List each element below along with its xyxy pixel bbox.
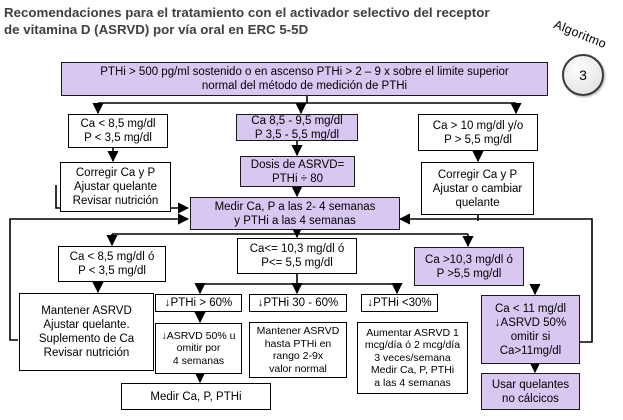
- ca-low-line-2: P < 3,5 mg/dl: [84, 132, 152, 144]
- mantener-line-3: Suplemento de Ca: [38, 333, 135, 345]
- pthi-drop-under-30-box: ↓PTHi <30%: [361, 294, 438, 312]
- ca-mid-2-box: Ca<= 10,3 mg/dl ó P<= 5,5 mg/dl: [237, 238, 357, 274]
- aumentar-line-3: 3 veces/semana: [374, 351, 451, 364]
- corregir-1-line-1: Corregir Ca y P: [75, 167, 156, 179]
- mantener-asrvd-2-box: Mantener ASRVD hasta PTHi en rango 2-9x …: [249, 322, 347, 378]
- ca-under-11-line-1: Ca < 11 mg/dl: [494, 302, 567, 315]
- mantener-line-1: Mantener ASRVD: [41, 305, 132, 317]
- page-title: Recomendaciones para el tratamiento con …: [4, 4, 544, 38]
- corregir-2-line-3: quelante: [455, 196, 500, 209]
- quelantes-line-2: no cálcicos: [502, 392, 559, 405]
- ca-under-11-line-2: ↓ASRVD 50%: [494, 316, 567, 329]
- ca-mid-line-1: Ca 8,5 - 9,5 mg/dl: [251, 114, 343, 127]
- aumentar-asrvd-box: Aumentar ASRVD 1 mcg/día ó 2 mcg/día 3 v…: [357, 322, 468, 394]
- corregir-2-line-1: Corregir Ca y P: [437, 168, 518, 181]
- ca-high-line-1: Ca > 10 mg/dl y/o: [432, 119, 524, 132]
- medir-line-1: Medir Ca, P a las 2- 4 semanas: [214, 200, 376, 213]
- pthi-elevated-line-1: PTHi > 500 pg/ml sostenido o en ascenso …: [100, 66, 509, 78]
- ca-under-11-line-4: Ca>11mg/dl: [499, 344, 562, 357]
- ca-low-box: Ca < 8,5 mg/dl P < 3,5 mg/dl: [68, 114, 168, 148]
- mantener-line-2: Ajustar quelante.: [43, 319, 130, 331]
- reduce-asrvd-line-3: 4 semanas: [172, 354, 225, 367]
- corregir-2-line-2: Ajustar o cambiar: [432, 182, 523, 195]
- pthi-drop-under-30-label: ↓PTHi <30%: [367, 297, 432, 309]
- mantener-2-line-4: valor normal: [269, 362, 327, 375]
- ca-high-2-box: Ca >10,3 mg/dl ó P >5,5 mg/dl: [414, 247, 524, 286]
- corregir-box-1: Corregir Ca y P Ajustar quelante Revisar…: [60, 162, 171, 212]
- title-line-1: Recomendaciones para el tratamiento con …: [4, 5, 490, 20]
- ca-high-2-line-1: Ca >10,3 mg/dl ó: [425, 253, 513, 266]
- reduce-asrvd-line-2: omitir por: [176, 342, 221, 355]
- aumentar-line-1: Aumentar ASRVD 1: [366, 326, 459, 339]
- ca-mid-2-line-1: Ca<= 10,3 mg/dl ó: [249, 243, 345, 255]
- aumentar-line-5: a las 4 semanas: [374, 376, 451, 389]
- title-line-2: de vitamina D (ASRVD) por vía oral en ER…: [4, 22, 309, 37]
- pthi-drop-30-60-box: ↓PTHi 30 - 60%: [249, 294, 347, 312]
- medir-2-label: Medir Ca, P, PTHi: [150, 390, 242, 403]
- ca-under-11-line-3: omitir si: [510, 330, 551, 343]
- corregir-1-line-3: Revisar nutrición: [72, 195, 159, 207]
- pthi-elevated-box: PTHi > 500 pg/ml sostenido o en ascenso …: [61, 62, 548, 96]
- ca-mid-box: Ca 8,5 - 9,5 mg/dl P 3,5 - 5,5 mg/dl: [236, 114, 358, 141]
- pthi-elevated-line-2: normal del método de medición de PTHi: [201, 80, 408, 92]
- ca-low-line-1: Ca < 8,5 mg/dl: [80, 118, 156, 130]
- dosis-line-1: Dosis de ASRVD=: [250, 158, 345, 171]
- medir-box: Medir Ca, P a las 2- 4 semanas y PTHi a …: [190, 197, 400, 230]
- mantener-2-line-2: hasta PTHi en: [264, 337, 332, 350]
- pthi-drop-over-60-label: ↓PTHi > 60%: [164, 297, 233, 309]
- medir-line-2: y PTHi a las 4 semanas: [234, 214, 356, 227]
- mantener-2-line-1: Mantener ASRVD: [256, 325, 340, 337]
- reduce-asrvd-line-1: ↓ASRVD 50% u: [161, 329, 236, 342]
- reduce-asrvd-box: ↓ASRVD 50% u omitir por 4 semanas: [155, 323, 242, 374]
- ca-under-11-box: Ca < 11 mg/dl ↓ASRVD 50% omitir si Ca>11…: [481, 295, 580, 364]
- dosis-box: Dosis de ASRVD= PTHi ÷ 80: [240, 156, 355, 187]
- algorithm-number-badge: 3: [562, 54, 604, 96]
- mantener-asrvd-box: Mantener ASRVD Ajustar quelante. Supleme…: [19, 293, 154, 371]
- corregir-1-line-2: Ajustar quelante: [73, 181, 158, 193]
- ca-low-2-box: Ca < 8,5 mg/dl ó P < 3,5 mg/dl: [58, 246, 166, 282]
- mantener-line-4: Revisar nutrición: [43, 347, 130, 359]
- medir-2-box: Medir Ca, P, PTHi: [121, 383, 271, 410]
- dosis-line-2: PTHi ÷ 80: [271, 172, 324, 185]
- pthi-drop-30-60-label: ↓PTHi 30 - 60%: [257, 297, 339, 309]
- aumentar-line-4: Medir Ca, P, PTHi: [370, 364, 455, 377]
- ca-mid-2-line-2: P<= 5,5 mg/dl: [261, 257, 333, 269]
- ca-high-line-2: P > 5,5 mg/dl: [444, 133, 512, 146]
- ca-high-box: Ca > 10 mg/dl y/o P > 5,5 mg/dl: [418, 114, 538, 151]
- aumentar-line-2: mcg/día ó 2 mcg/día: [364, 339, 461, 352]
- usar-quelantes-box: Usar quelantes no cálcicos: [481, 373, 580, 410]
- quelantes-line-1: Usar quelantes: [491, 378, 570, 391]
- mantener-2-line-3: rango 2-9x: [272, 350, 324, 362]
- ca-mid-line-2: P 3,5 - 5,5 mg/dl: [254, 128, 340, 141]
- ca-low-2-line-1: Ca < 8,5 mg/dl ó: [69, 251, 155, 263]
- corregir-box-2: Corregir Ca y P Ajustar o cambiar quelan…: [421, 162, 534, 215]
- ca-high-2-line-2: P >5,5 mg/dl: [436, 267, 502, 280]
- algorithm-number: 3: [579, 67, 587, 83]
- pthi-drop-over-60-box: ↓PTHi > 60%: [155, 294, 242, 312]
- ca-low-2-line-2: P < 3,5 mg/dl: [78, 265, 146, 277]
